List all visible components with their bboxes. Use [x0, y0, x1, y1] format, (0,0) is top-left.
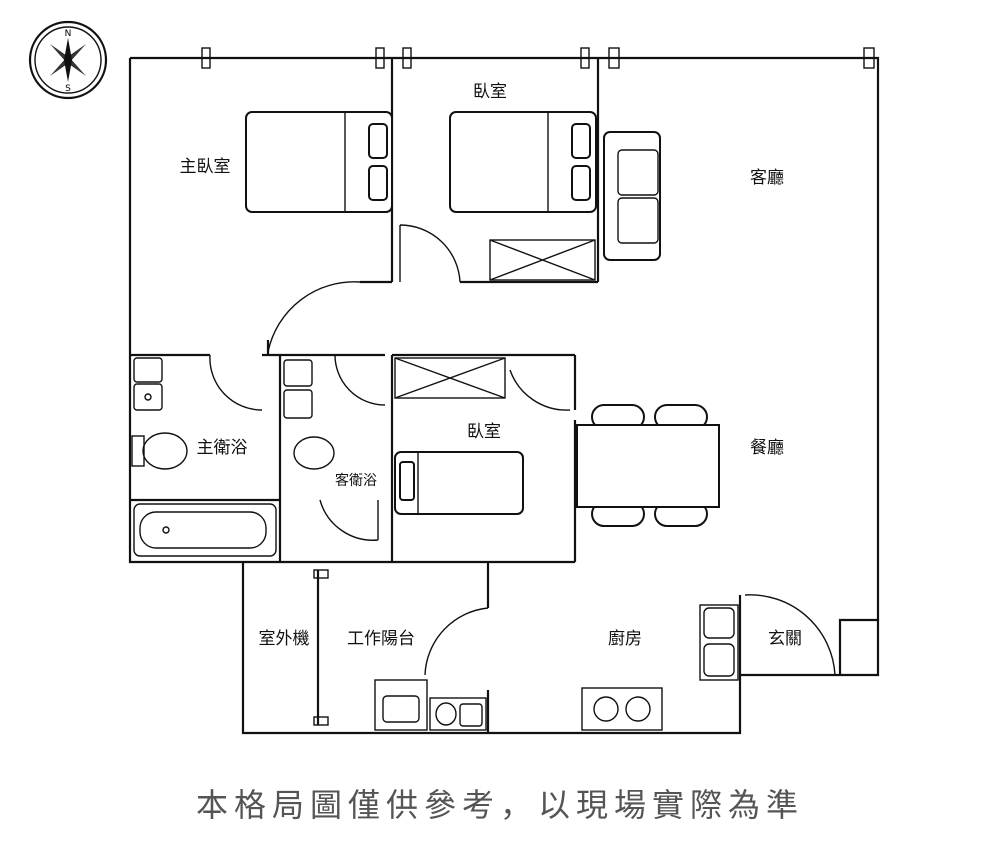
bed-master	[245, 111, 393, 213]
disclaimer-footer: 本格局圖僅供參考，以現場實際為準	[195, 786, 804, 824]
label-kitchen: 廚房	[608, 628, 642, 649]
label-bedroom-middle: 臥室	[467, 422, 501, 442]
sofa	[603, 131, 661, 261]
label-master-bath: 主衛浴	[197, 438, 248, 458]
label-dining-room: 餐廳	[750, 438, 784, 458]
compass-north: N	[65, 29, 72, 39]
bed-bedroom-middle	[394, 451, 524, 515]
label-living-room: 客廳	[750, 168, 784, 188]
label-entrance: 玄關	[768, 629, 802, 649]
dining-table	[576, 404, 720, 527]
compass-south: S	[65, 84, 71, 94]
label-bedroom-top: 臥室	[473, 82, 507, 102]
stove	[581, 687, 663, 731]
compass-icon: N S	[28, 20, 108, 100]
sink-balcony	[429, 697, 487, 731]
label-guest-bath: 客衛浴	[335, 472, 377, 489]
bed-bedroom-top	[449, 111, 597, 213]
label-master-bedroom: 主臥室	[180, 157, 231, 177]
kitchen-sink	[699, 604, 739, 681]
guest-bath-fixtures	[283, 359, 335, 470]
doors	[209, 224, 836, 676]
wardrobe-top	[489, 239, 596, 281]
washer	[374, 679, 428, 731]
label-outdoor-unit: 室外機	[259, 629, 310, 649]
walls	[128, 56, 880, 735]
windows	[201, 47, 875, 726]
label-service-balcony: 工作陽台	[347, 629, 415, 649]
wardrobe-middle	[394, 357, 506, 399]
master-bath-fixtures	[131, 357, 277, 557]
